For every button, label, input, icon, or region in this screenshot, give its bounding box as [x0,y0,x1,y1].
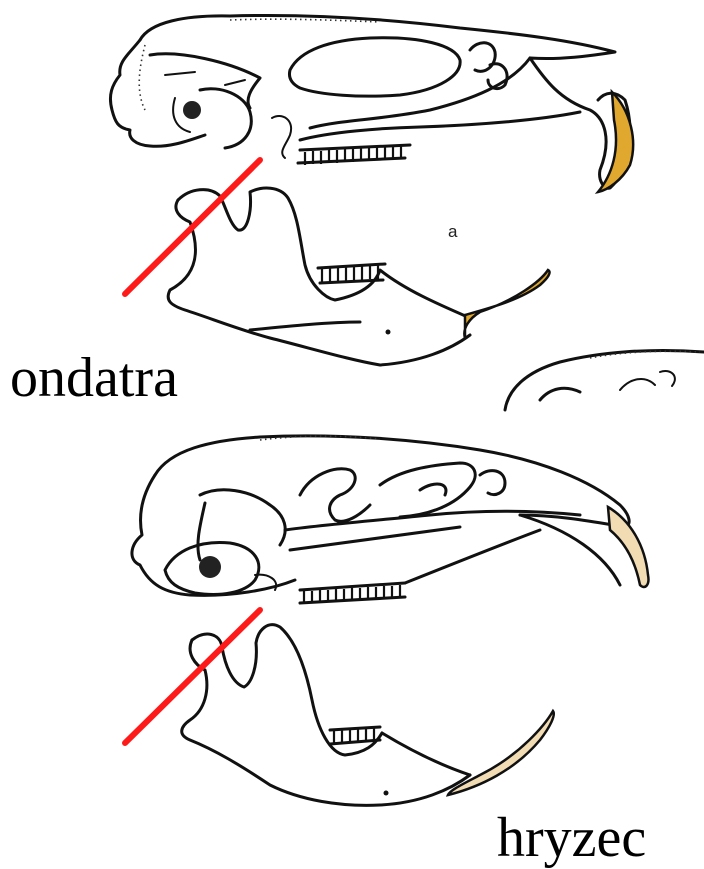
hryzec-skull [132,436,629,603]
figure-letter: a [448,222,457,242]
ondatra-mandible [168,188,470,365]
hryzec-panel: hryzec [0,415,704,869]
ondatra-lower-incisor [464,270,549,338]
hryzec-lower-incisor [448,711,554,795]
species-label-hryzec: hryzec [497,810,646,866]
hryzec-mandible [182,625,470,806]
hryzec-drawing [0,415,704,869]
species-label-ondatra: ondatra [10,350,178,406]
ondatra-skull [110,16,630,189]
ondatra-panel: a ondatra [0,0,704,415]
hryzec-marker-line [125,610,260,743]
neighbor-skull-fragment [505,350,704,410]
ondatra-marker-line [125,160,260,294]
